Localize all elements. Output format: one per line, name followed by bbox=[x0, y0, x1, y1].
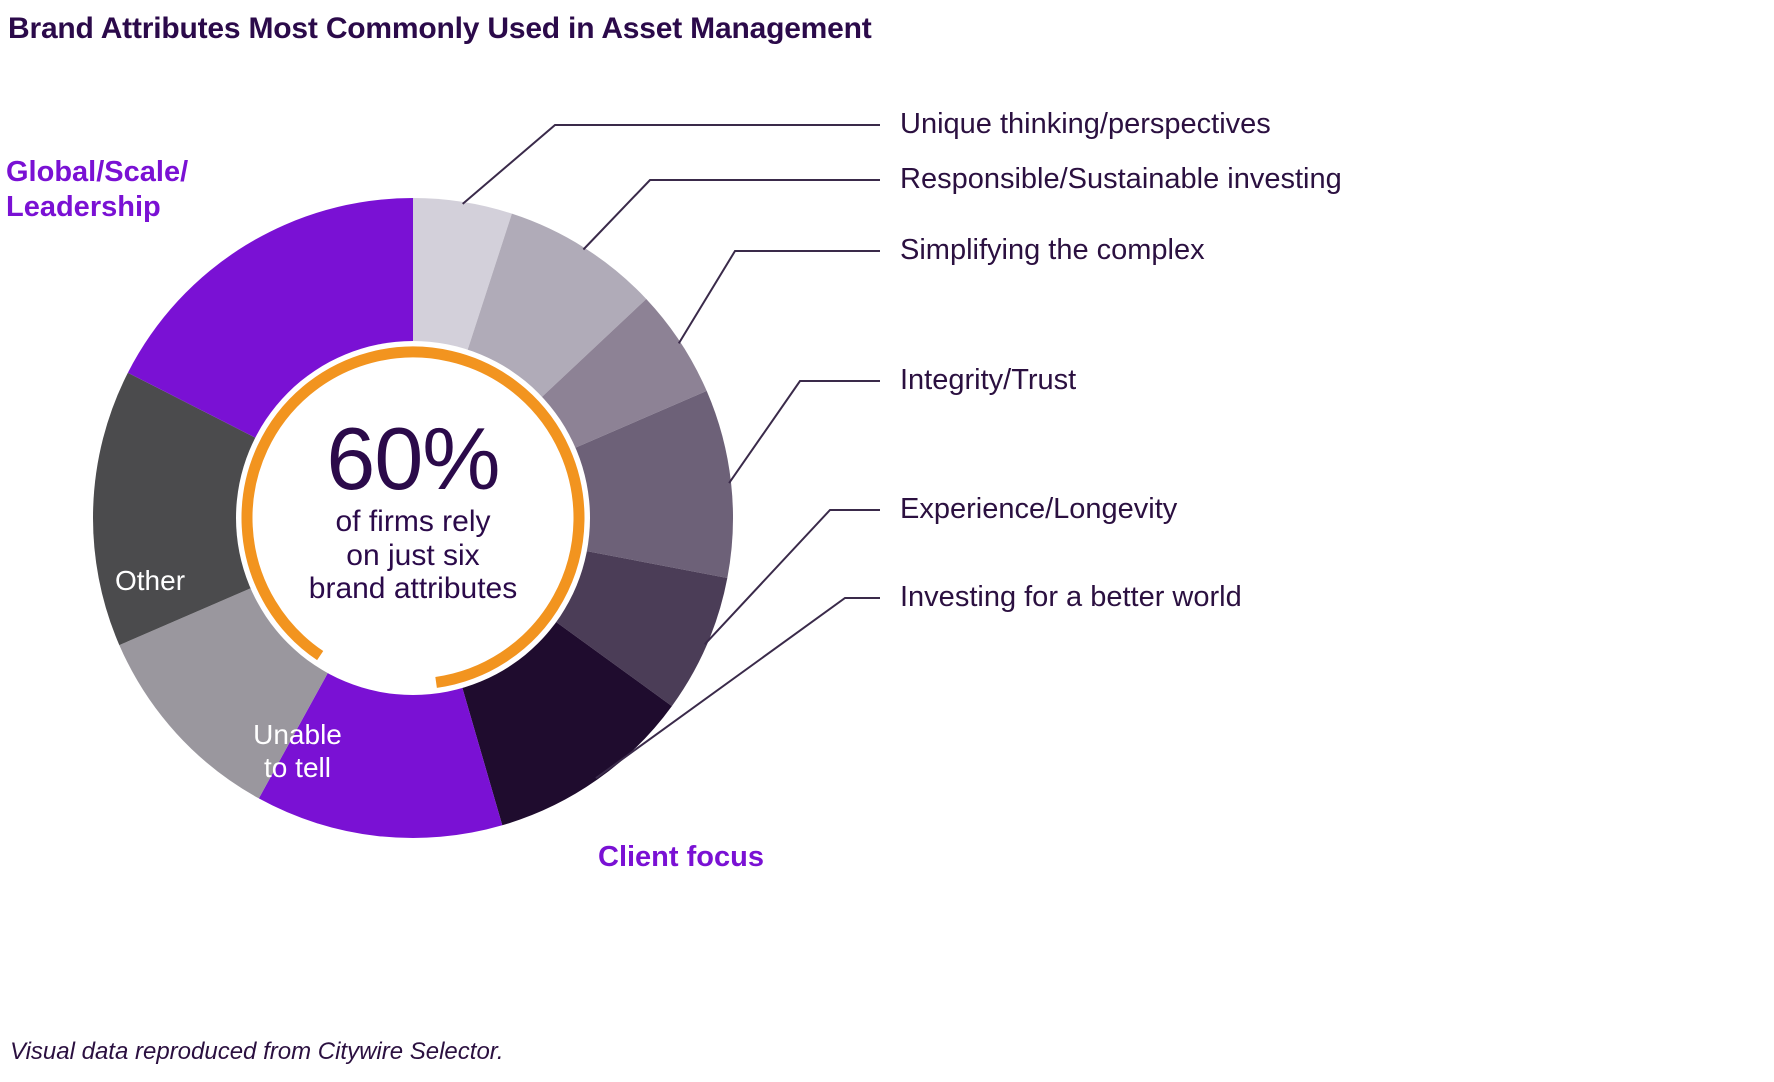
emphasis-label-global-scale-leadership: Global/Scale/ Leadership bbox=[6, 156, 189, 223]
page-title: Brand Attributes Most Commonly Used in A… bbox=[8, 12, 872, 45]
leader-line bbox=[728, 380, 880, 484]
leader-line bbox=[677, 250, 880, 344]
emphasis-label-client-focus: Client focus bbox=[598, 841, 764, 873]
callout-label-simplifying-the-complex: Simplifying the complex bbox=[900, 234, 1205, 266]
callout-label-experience-longevity: Experience/Longevity bbox=[900, 493, 1178, 525]
leader-line bbox=[595, 597, 880, 780]
callout-label-responsible-sustainable-investing: Responsible/Sustainable investing bbox=[900, 163, 1342, 195]
orange-progress-arc bbox=[241, 346, 585, 688]
callout-label-investing-for-a-better-world: Investing for a better world bbox=[900, 581, 1242, 613]
callout-leader-lines bbox=[462, 124, 880, 780]
donut-hole bbox=[236, 341, 590, 695]
center-percentage: 60% bbox=[326, 409, 500, 508]
center-subtext: of firms rely on just six brand attribut… bbox=[308, 505, 518, 606]
callout-label-integrity-trust: Integrity/Trust bbox=[900, 364, 1077, 396]
callout-label-unique-thinking: Unique thinking/perspectives bbox=[900, 108, 1271, 140]
leader-line bbox=[462, 124, 880, 205]
source-caption: Visual data reproduced from Citywire Sel… bbox=[10, 1038, 504, 1065]
leader-line bbox=[582, 179, 880, 251]
leader-line bbox=[704, 509, 880, 645]
